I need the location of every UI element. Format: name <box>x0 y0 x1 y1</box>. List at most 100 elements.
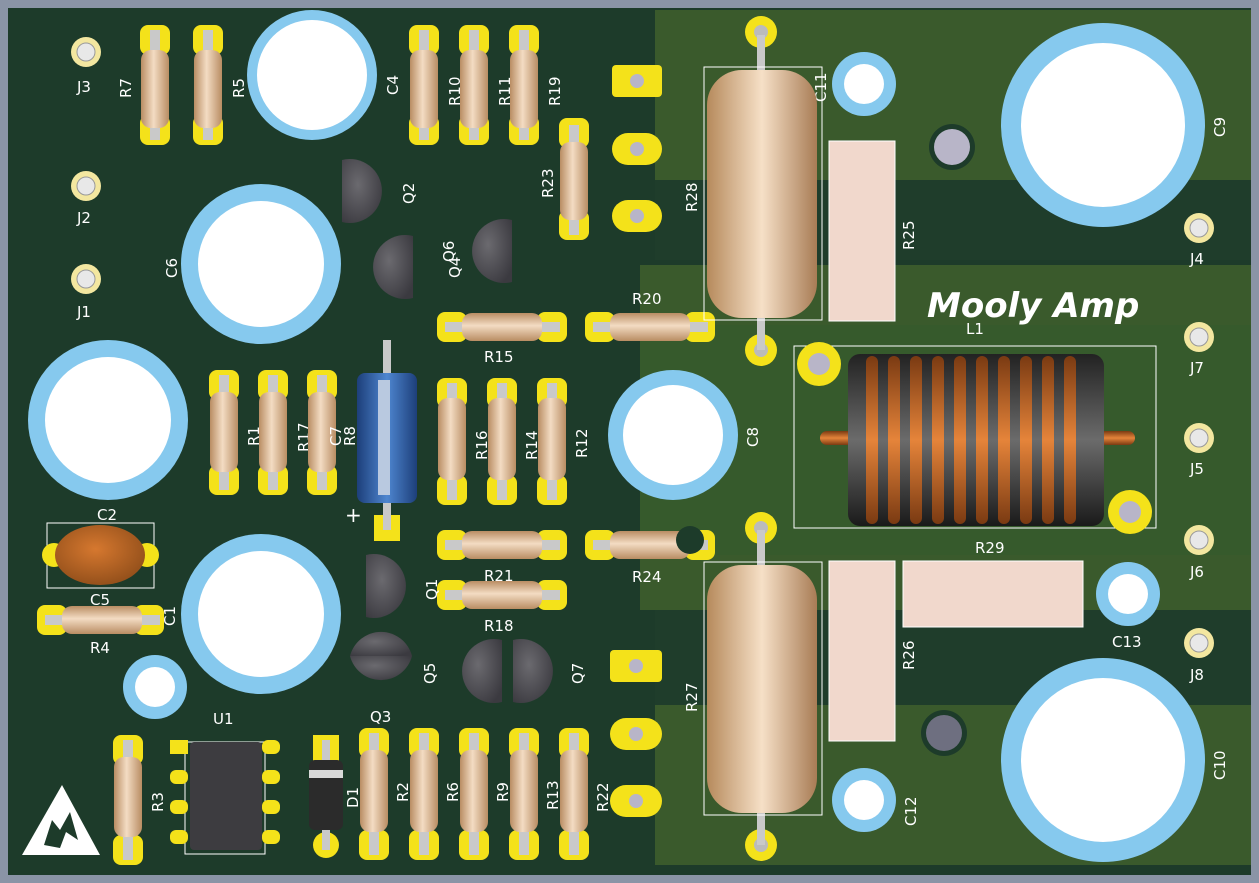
svg-text:C5: C5 <box>90 591 110 609</box>
svg-text:C2: C2 <box>97 506 117 524</box>
ic-u1: U1 <box>170 710 280 855</box>
svg-text:C12: C12 <box>902 796 920 826</box>
resistor-r7: R7 <box>117 25 170 145</box>
svg-text:R7: R7 <box>117 78 135 98</box>
svg-text:R25: R25 <box>900 220 918 250</box>
svg-text:C13: C13 <box>1112 633 1142 651</box>
svg-text:R28: R28 <box>683 182 701 212</box>
connectors: J3 J2 J1 J4 J7 J5 J6 J8 <box>71 37 1214 684</box>
svg-text:R8: R8 <box>341 426 359 446</box>
svg-text:J3: J3 <box>76 78 91 96</box>
capacitor-c13: C13 <box>1096 562 1160 651</box>
capacitor-left-large <box>28 340 188 500</box>
resistor-r18: R18 <box>437 580 567 635</box>
svg-text:R23: R23 <box>539 168 557 198</box>
transistor-q7: Q7 <box>513 639 587 703</box>
svg-text:J2: J2 <box>76 209 91 227</box>
connector-j3: J3 <box>71 37 101 96</box>
middle-resistors: R1 R17 R16 R14 R12 <box>209 370 591 505</box>
connector-j8: J8 <box>1184 628 1214 684</box>
svg-text:C11: C11 <box>812 72 830 102</box>
svg-text:C6: C6 <box>163 258 181 278</box>
resistor-r15: R15 <box>437 312 567 366</box>
resistor-r12: R12 <box>537 378 591 505</box>
connector-j6: J6 <box>1184 525 1214 581</box>
svg-text:+: + <box>345 503 362 527</box>
svg-text:R12: R12 <box>573 428 591 458</box>
resistors: R7 R5 R10 R11 R19 <box>117 25 589 240</box>
svg-text:R14: R14 <box>523 430 541 460</box>
svg-text:C8: C8 <box>744 427 762 447</box>
power-resistor-r28: R28 <box>683 16 823 366</box>
svg-text:Q6: Q6 <box>440 241 458 262</box>
resistor-r2: R2 <box>359 728 439 860</box>
esd-warning-icon <box>22 785 100 855</box>
resistor-r6: R6 <box>444 728 489 860</box>
svg-text:R16: R16 <box>473 430 491 460</box>
resistor-r25: R25 <box>828 140 918 322</box>
transistors: Q2 Q4 Q6 Q1 Q3 Q5 Q7 <box>342 159 587 726</box>
svg-text:J6: J6 <box>1189 563 1204 581</box>
svg-text:R24: R24 <box>632 568 662 586</box>
svg-text:R2: R2 <box>394 782 412 802</box>
pad-column <box>610 65 662 817</box>
resistor-r1: R1 <box>209 370 263 495</box>
svg-text:J5: J5 <box>1189 460 1204 478</box>
diode-d1: D1 <box>309 735 362 858</box>
svg-text:R27: R27 <box>683 682 701 712</box>
resistor-r26: R26 <box>828 560 918 742</box>
svg-text:C9: C9 <box>1211 117 1229 137</box>
svg-text:R26: R26 <box>900 640 918 670</box>
svg-text:Q3: Q3 <box>370 708 391 726</box>
bottom-resistors: R3 R2 R6 R9 R13 R22 <box>113 728 612 865</box>
smd-resistors: R25 R26 R29 <box>828 140 1084 742</box>
svg-text:J4: J4 <box>1189 250 1204 268</box>
connector-j2: J2 <box>71 171 101 227</box>
svg-text:R10: R10 <box>446 76 464 106</box>
power-resistor-r27: R27 <box>683 512 823 861</box>
connector-j7: J7 <box>1184 322 1214 377</box>
capacitor-c9: C9 <box>1001 23 1229 227</box>
svg-text:R18: R18 <box>484 617 514 635</box>
svg-text:R4: R4 <box>90 639 110 657</box>
capacitor-c8: C8 <box>608 370 762 500</box>
svg-text:J8: J8 <box>1189 666 1204 684</box>
svg-text:J1: J1 <box>76 303 91 321</box>
svg-text:C10: C10 <box>1211 750 1229 780</box>
capacitor-c4: C4 <box>247 10 402 140</box>
svg-text:Q1: Q1 <box>423 579 441 600</box>
svg-text:R20: R20 <box>632 290 662 308</box>
capacitor-c11: C11 <box>812 52 896 116</box>
svg-text:C4: C4 <box>384 75 402 95</box>
svg-text:D1: D1 <box>344 787 362 808</box>
connector-j5: J5 <box>1184 423 1214 478</box>
transistor-q2: Q2 <box>342 159 418 223</box>
transistor-q5: Q5 <box>421 639 502 703</box>
svg-text:C7: C7 <box>327 426 345 446</box>
film-capacitor-c2: C2 C5 <box>42 506 159 609</box>
transistor-q6: Q6 <box>440 219 512 283</box>
svg-text:R1: R1 <box>245 426 263 446</box>
transistor-q1: Q1 <box>366 554 441 618</box>
resistor-r5: R5 <box>193 25 248 145</box>
resistor-r10: R10 <box>409 25 464 145</box>
inductor-windings <box>866 356 1076 524</box>
svg-text:Q5: Q5 <box>421 663 439 684</box>
svg-text:Q2: Q2 <box>400 183 418 204</box>
svg-text:R6: R6 <box>444 782 462 802</box>
resistor-r14: R14 <box>487 378 541 505</box>
svg-text:R5: R5 <box>230 78 248 98</box>
svg-text:R15: R15 <box>484 348 514 366</box>
capacitor-c6: C6 <box>163 184 341 344</box>
svg-text:R19: R19 <box>546 76 564 106</box>
svg-text:R3: R3 <box>149 792 167 812</box>
resistor-r21: R21 <box>437 530 567 585</box>
transistor-q4: Q4 <box>373 235 464 299</box>
resistor-r22-label: R22 <box>594 782 612 812</box>
svg-text:R9: R9 <box>494 782 512 802</box>
capacitor-c10: C10 <box>1001 658 1229 862</box>
svg-text:R21: R21 <box>484 567 514 585</box>
resistor-r11: R11 <box>459 25 514 145</box>
svg-text:R13: R13 <box>544 780 562 810</box>
board-title: Mooly Amp <box>927 286 1139 326</box>
